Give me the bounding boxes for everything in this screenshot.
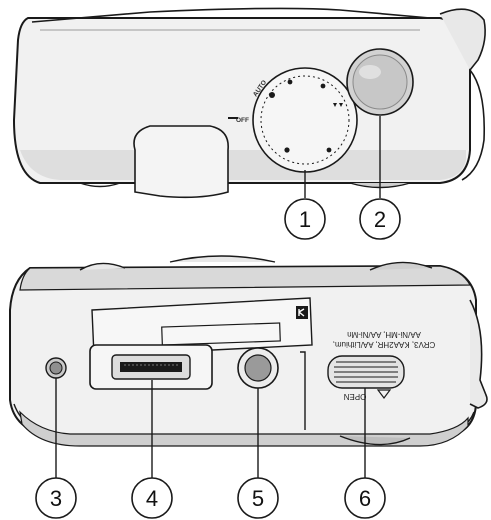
svg-text:3: 3 <box>50 486 62 511</box>
sport-mode-icon <box>287 79 293 85</box>
auto-mode-icon <box>269 92 275 98</box>
camera-top-view: OFF AUTO 1 2 <box>12 7 486 240</box>
bottom-strap-lug <box>469 299 488 409</box>
bottom-top-band <box>19 265 471 291</box>
top-right-edge <box>461 69 486 181</box>
callout-4: 4 <box>131 477 173 519</box>
battery-latch <box>327 355 405 389</box>
svg-text:5: 5 <box>252 486 264 511</box>
svg-text:4: 4 <box>146 486 158 511</box>
battery-type-line2: AA/Ni-MH, AA/Ni-Mn <box>347 330 421 339</box>
dock-connector <box>89 344 213 390</box>
portrait-mode-icon <box>320 83 326 89</box>
top-strap-lug <box>439 8 486 71</box>
callout-1: 1 <box>284 198 326 240</box>
callout-6: 6 <box>344 477 386 519</box>
top-grip <box>133 125 229 199</box>
strap-post <box>45 357 67 379</box>
svg-text:6: 6 <box>359 486 371 511</box>
open-label: OPEN <box>343 392 366 401</box>
bottom-foot <box>339 435 411 446</box>
bottom-bump-mid <box>169 255 276 263</box>
callout-2: 2 <box>359 198 401 240</box>
top-foot-left <box>79 182 121 188</box>
top-ridge <box>31 7 431 23</box>
mode-dial: OFF AUTO <box>228 67 358 173</box>
bottom-bump-right <box>369 261 433 271</box>
callout-5: 5 <box>237 477 279 519</box>
battery-door: CRV3, KAA2HR, AA/Lithium, AA/Ni-MH, AA/N… <box>300 330 435 430</box>
callout-3: 3 <box>35 477 77 519</box>
top-body-lower-band <box>20 150 466 180</box>
bottom-body-outline <box>9 264 477 437</box>
battery-type-line1: CRV3, KAA2HR, AA/Lithium, <box>333 340 436 349</box>
open-arrow-icon <box>376 389 392 399</box>
shutter-button <box>346 48 414 116</box>
kodak-logo-icon <box>296 306 308 319</box>
label-slot <box>161 322 281 346</box>
night-mode-icon <box>326 147 332 153</box>
review-mode-icon <box>284 147 290 153</box>
svg-text:2: 2 <box>374 207 386 232</box>
tripod-socket <box>237 347 279 389</box>
camera-bottom-view: CRV3, KAA2HR, AA/Lithium, AA/Ni-MH, AA/N… <box>9 255 488 519</box>
bottom-bump-left <box>79 262 126 271</box>
dial-off-label: OFF <box>236 117 249 124</box>
svg-text:1: 1 <box>299 207 311 232</box>
landscape-mode-icon <box>333 103 343 107</box>
